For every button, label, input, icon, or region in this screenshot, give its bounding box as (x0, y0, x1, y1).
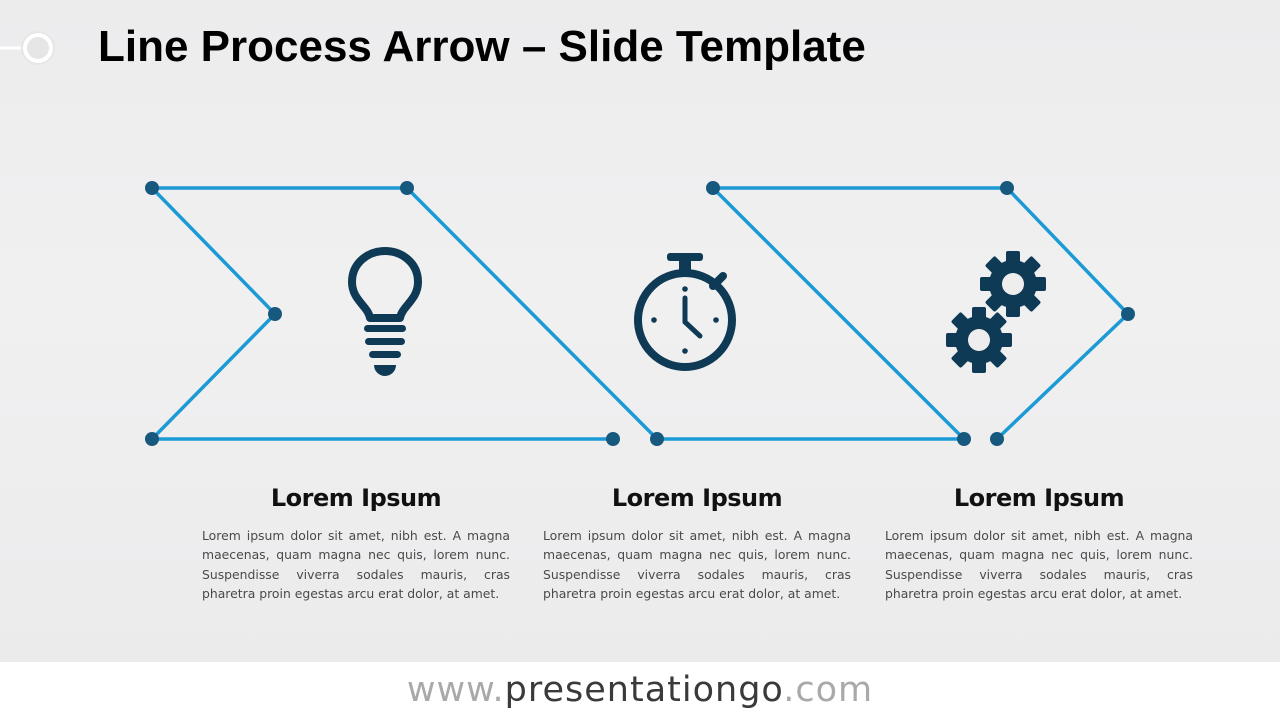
footer: www.presentationgo.com (0, 662, 1280, 720)
step-3-text: Lorem Ipsum Lorem ipsum dolor sit amet, … (885, 484, 1193, 604)
step-2-heading: Lorem Ipsum (611, 484, 783, 512)
node (990, 432, 1004, 446)
node (145, 181, 159, 195)
node (706, 181, 720, 195)
node (400, 181, 414, 195)
url-suffix: .com (783, 670, 874, 710)
title-ornament-icon (0, 31, 55, 65)
step-3-body: Lorem ipsum dolor sit amet, nibh est. A … (885, 528, 1193, 602)
step-3-heading: Lorem Ipsum (953, 484, 1125, 512)
arrow-nodes (145, 181, 1135, 446)
node (268, 307, 282, 321)
slide: Line Process Arrow – Slide Template (0, 0, 1280, 662)
step-1-text: Lorem Ipsum Lorem ipsum dolor sit amet, … (202, 484, 510, 604)
slide-title: Line Process Arrow – Slide Template (98, 22, 866, 71)
step-2-text: Lorem Ipsum Lorem ipsum dolor sit amet, … (543, 484, 851, 604)
node (1121, 307, 1135, 321)
step-2-body: Lorem ipsum dolor sit amet, nibh est. A … (543, 528, 851, 602)
stopwatch-icon (634, 253, 736, 371)
url-name: presentationgo (504, 670, 784, 710)
node (145, 432, 159, 446)
step-1-body: Lorem ipsum dolor sit amet, nibh est. A … (202, 528, 510, 602)
gears-icon (946, 251, 1046, 373)
node (957, 432, 971, 446)
url-prefix: www. (406, 670, 505, 710)
process-arrow-diagram (145, 181, 1135, 446)
node (606, 432, 620, 446)
node (650, 432, 664, 446)
step-1-heading: Lorem Ipsum (270, 484, 442, 512)
node (1000, 181, 1014, 195)
lightbulb-icon (348, 247, 422, 376)
footer-url[interactable]: www.presentationgo.com (407, 670, 873, 710)
